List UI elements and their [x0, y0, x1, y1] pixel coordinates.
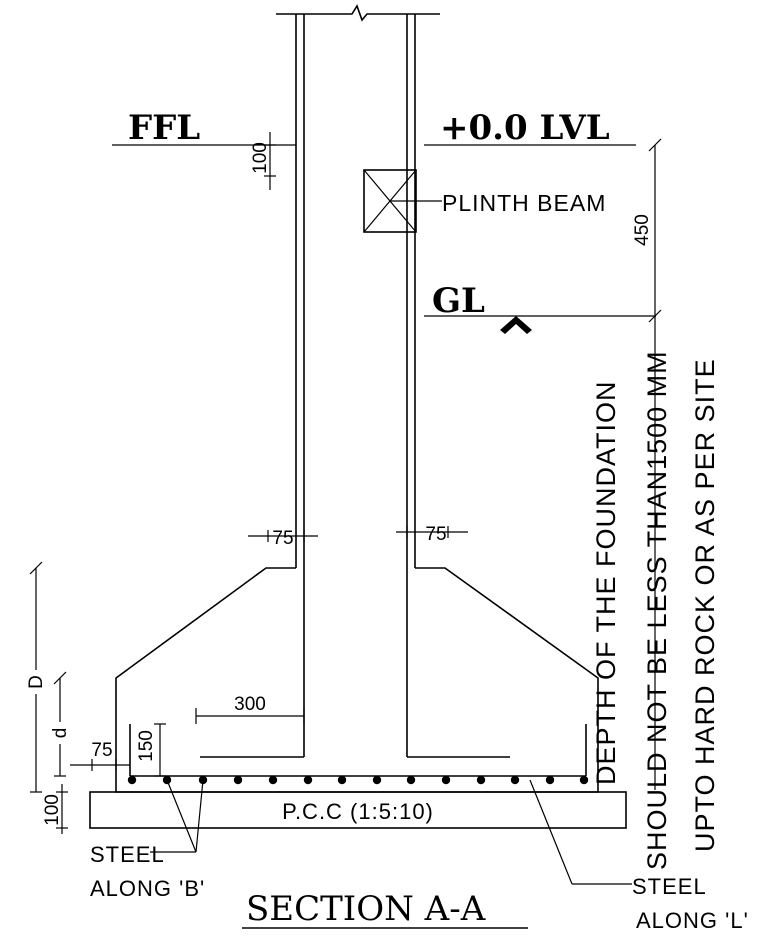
dim-75-right: 75	[396, 524, 468, 545]
steel-bar-dots	[127, 775, 589, 785]
dim-100-top-text: 100	[250, 142, 271, 174]
reinforcement	[127, 724, 589, 785]
ffl-label: FFL	[128, 108, 200, 148]
dim-150-text: 150	[136, 730, 157, 762]
dim-75-edge: 75	[70, 740, 130, 771]
pcc-bed: P.C.C (1:5:10)	[89, 791, 627, 829]
plinth-beam-label: PLINTH BEAM	[442, 190, 606, 216]
level-lines: FFL +0.0 LVL GL	[112, 108, 656, 334]
steel-b-label-line1: STEEL	[90, 842, 165, 867]
steel-l-callout: STEEL ALONG 'L'	[529, 779, 749, 933]
dim-75-left-text: 75	[272, 528, 293, 549]
column	[276, 4, 440, 757]
dim-100-bottom: 100	[42, 784, 68, 834]
dim-small-d-text: d	[50, 728, 71, 739]
gl-label: GL	[432, 281, 485, 321]
dim-75-left: 75	[248, 528, 318, 549]
section-title: SECTION A-A	[242, 889, 528, 929]
dim-150: 150	[136, 723, 166, 777]
dim-75-right-text: 75	[425, 524, 446, 545]
dim-75-edge-text: 75	[91, 740, 112, 761]
dim-100-top: 100	[250, 132, 276, 190]
dim-300-text: 300	[234, 694, 266, 715]
dim-100-bottom-text: 100	[42, 794, 63, 826]
zero-level-label: +0.0 LVL	[440, 108, 610, 148]
footing-outline	[115, 567, 599, 793]
ground-level-marker-icon	[500, 316, 532, 334]
dim-big-d-text: D	[26, 675, 47, 689]
note-line-1: DEPTH OF THE FOUNDATION	[591, 380, 621, 785]
foundation-depth-note: DEPTH OF THE FOUNDATION SHOULD NOT BE LE…	[591, 350, 720, 870]
steel-b-callout: STEEL ALONG 'B'	[90, 779, 205, 901]
dim-450: 450	[632, 138, 662, 790]
dim-small-d: d	[50, 671, 71, 777]
note-line-3: UPTO HARD ROCK OR AS PER SITE	[690, 358, 720, 852]
note-line-2: SHOULD NOT BE LESS THAN1500 MM	[642, 350, 672, 870]
dim-big-d: D	[26, 561, 47, 793]
steel-l-label-line2: ALONG 'L'	[636, 908, 749, 933]
steel-l-label-line1: STEEL	[632, 874, 707, 899]
dim-300: 300	[195, 694, 305, 724]
section-title-text: SECTION A-A	[246, 889, 486, 929]
plinth-beam: PLINTH BEAM	[363, 169, 606, 233]
pcc-label: P.C.C (1:5:10)	[282, 799, 434, 824]
dim-450-text: 450	[632, 214, 653, 246]
steel-b-label-line2: ALONG 'B'	[90, 876, 205, 901]
